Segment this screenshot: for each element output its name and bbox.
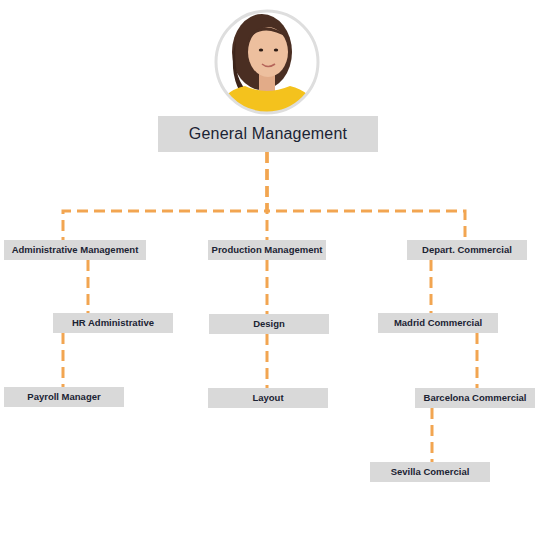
dashed-connector [476,333,479,388]
avatar-smile [262,64,275,67]
box-label: Depart. Commercial [422,245,512,256]
avatar-face [248,27,288,77]
box-label: Layout [252,393,283,404]
dashed-connector [430,260,433,313]
org-box: Payroll Manager [4,387,124,407]
avatar-fringe [248,27,288,40]
avatar-shirt [215,86,320,120]
box-label: Design [253,319,285,330]
box-label: Sevilla Comercial [391,467,470,478]
box-label: General Management [189,125,347,143]
box-label: Madrid Commercial [394,318,482,329]
dashed-connector [63,152,267,240]
avatar-portrait [215,14,320,120]
org-box: Design [209,314,329,334]
org-box: HR Administrative [53,313,173,333]
box-label: HR Administrative [72,318,154,329]
dashed-connector [266,334,269,388]
avatar-eye [274,48,278,51]
avatar-ponytail [233,40,246,92]
edge-group [63,152,477,462]
dashed-connector [266,260,269,314]
org-box: General Management [158,116,378,152]
dashed-connector [267,152,465,240]
box-label: Administrative Management [12,245,139,256]
dashed-connector [431,408,434,462]
avatar-eye [259,48,263,51]
org-box: Barcelona Commercial [415,388,535,408]
avatar-frame [216,11,318,113]
org-box: Production Management [208,240,326,260]
box-label: Barcelona Commercial [424,393,527,404]
dashed-connector [87,260,90,313]
org-box: Layout [208,388,328,408]
org-box: Depart. Commercial [407,240,527,260]
dashed-connector [62,333,65,387]
box-label: Production Management [212,245,323,256]
org-box: Madrid Commercial [378,313,498,333]
org-box: Administrative Management [4,240,146,260]
box-label: Payroll Manager [27,392,100,403]
org-box: Sevilla Comercial [370,462,490,482]
avatar-photo [215,11,320,120]
